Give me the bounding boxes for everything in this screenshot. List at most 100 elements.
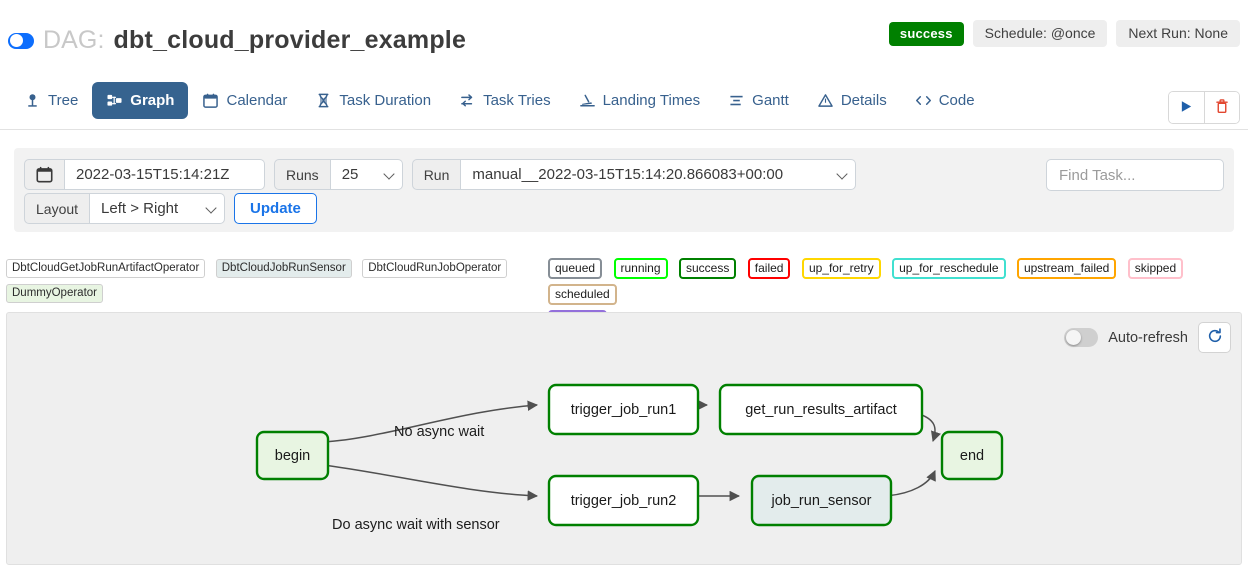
graph-node-get-run-results-artifact[interactable]: get_run_results_artifact xyxy=(718,383,924,436)
dag-pause-toggle[interactable] xyxy=(8,32,34,49)
calendar-icon[interactable] xyxy=(24,159,65,190)
layout-select[interactable]: Left > Right xyxy=(90,193,226,224)
trash-icon xyxy=(1215,98,1229,117)
node-label-end: end xyxy=(960,448,984,464)
tab-landing-times[interactable]: Landing Times xyxy=(565,82,715,119)
play-icon xyxy=(1180,100,1193,116)
refresh-icon xyxy=(1207,328,1223,347)
dag-nav-tabs: Tree Graph Calendar Task Duration xyxy=(0,82,1248,130)
base-date-group: 2022-03-15T15:14:21Z xyxy=(24,159,265,190)
retry-icon xyxy=(459,92,476,109)
gantt-icon xyxy=(728,92,745,109)
edge-label-do-async-wait: Do async wait with sensor xyxy=(332,517,500,533)
tab-details-label: Details xyxy=(840,92,887,109)
tab-tree-label: Tree xyxy=(48,92,79,109)
calendar-icon xyxy=(202,92,219,109)
legend-operator-chip: DummyOperator xyxy=(6,284,103,303)
edge-begin-to-trigger-job-run1 xyxy=(322,400,539,443)
graph-edge-labels: No async wait Do async wait with sensor xyxy=(332,424,500,533)
node-label-get-run-results-artifact: get_run_results_artifact xyxy=(745,402,897,418)
auto-refresh-label: Auto-refresh xyxy=(1108,329,1188,346)
code-brackets-icon xyxy=(915,92,932,109)
runs-label: Runs xyxy=(274,159,331,190)
runs-select[interactable]: 25 xyxy=(330,159,403,190)
filter-row-secondary: Layout Left > Right Update xyxy=(24,193,317,224)
tab-gantt-label: Gantt xyxy=(752,92,789,109)
schedule-badge[interactable]: Schedule: @once xyxy=(972,20,1108,47)
tab-graph[interactable]: Graph xyxy=(92,82,189,119)
runs-group: Runs 25 xyxy=(274,159,403,190)
legend-state-upstream-failed: upstream_failed xyxy=(1016,258,1117,279)
tab-details[interactable]: Details xyxy=(803,82,901,119)
delete-dag-button[interactable] xyxy=(1204,92,1239,123)
legend-state-skipped: skipped xyxy=(1127,258,1184,279)
filter-bar: 2022-03-15T15:14:21Z Runs 25 Run manual_… xyxy=(14,148,1234,232)
layout-group: Layout Left > Right xyxy=(24,193,226,224)
graph-toolbar: Auto-refresh xyxy=(1064,322,1231,353)
graph-node-job-run-sensor[interactable]: job_run_sensor xyxy=(750,474,893,527)
status-badge: success xyxy=(888,21,964,46)
node-label-job-run-sensor: job_run_sensor xyxy=(771,493,872,509)
nav-actions xyxy=(1168,91,1240,124)
dag-graph-canvas[interactable]: No async wait Do async wait with sensor … xyxy=(7,313,1242,565)
dag-title-row: DAG: dbt_cloud_provider_example xyxy=(8,26,466,55)
tab-gantt[interactable]: Gantt xyxy=(714,82,803,119)
tab-landing-times-label: Landing Times xyxy=(602,92,701,109)
layout-label: Layout xyxy=(24,193,91,224)
tab-calendar[interactable]: Calendar xyxy=(188,82,301,119)
node-label-trigger-job-run1: trigger_job_run1 xyxy=(571,402,677,418)
warning-triangle-icon xyxy=(817,92,834,109)
page-title: dbt_cloud_provider_example xyxy=(113,26,467,54)
run-select[interactable]: manual__2022-03-15T15:14:20.866083+00:00 xyxy=(461,159,857,190)
legend-state-scheduled: scheduled xyxy=(548,284,617,305)
header-badges: success Schedule: @once Next Run: None xyxy=(888,20,1240,47)
edge-begin-to-trigger-job-run2 xyxy=(322,464,539,501)
auto-refresh-toggle[interactable] xyxy=(1064,328,1099,347)
tab-calendar-label: Calendar xyxy=(226,92,288,109)
node-label-begin: begin xyxy=(275,448,310,464)
dag-label: DAG: xyxy=(43,26,105,54)
filter-row-primary: 2022-03-15T15:14:21Z Runs 25 Run manual_… xyxy=(24,159,857,190)
tab-task-duration[interactable]: Task Duration xyxy=(301,82,445,119)
nav-items: Tree Graph Calendar Task Duration xyxy=(10,82,989,119)
legend-operator-chip: DbtCloudJobRunSensor xyxy=(215,259,352,278)
legend-state-success: success xyxy=(678,258,737,279)
refresh-button[interactable] xyxy=(1198,322,1231,353)
tab-tree[interactable]: Tree xyxy=(10,82,92,119)
next-run-badge: Next Run: None xyxy=(1116,20,1240,47)
legend-operator-chip: DbtCloudRunJobOperator xyxy=(362,259,508,278)
base-date-input[interactable]: 2022-03-15T15:14:21Z xyxy=(65,159,265,190)
node-label-trigger-job-run2: trigger_job_run2 xyxy=(571,493,677,509)
tab-task-tries[interactable]: Task Tries xyxy=(445,82,565,119)
dag-header: DAG: dbt_cloud_provider_example success … xyxy=(0,0,1248,70)
graph-node-end[interactable]: end xyxy=(940,430,1004,481)
edge-sensor-to-end xyxy=(884,470,936,497)
legend-state-running: running xyxy=(613,258,668,279)
tree-icon xyxy=(24,92,41,109)
legend-operators: DbtCloudGetJobRunArtifactOperator DbtClo… xyxy=(6,258,546,308)
graph-node-begin[interactable]: begin xyxy=(255,430,330,481)
legend: DbtCloudGetJobRunArtifactOperator DbtClo… xyxy=(0,258,1248,331)
graph-node-trigger-job-run1[interactable]: trigger_job_run1 xyxy=(547,383,700,436)
tab-code[interactable]: Code xyxy=(901,82,989,119)
legend-state-up-for-reschedule: up_for_reschedule xyxy=(892,258,1006,279)
tab-code-label: Code xyxy=(938,92,975,109)
search-input[interactable]: Find Task... xyxy=(1046,159,1224,191)
graph-panel: Auto-refresh xyxy=(6,312,1242,565)
legend-state-failed: failed xyxy=(747,258,791,279)
update-button[interactable]: Update xyxy=(234,193,317,224)
tab-graph-label: Graph xyxy=(130,92,175,109)
graph-icon xyxy=(106,92,123,109)
legend-operator-chip: DbtCloudGetJobRunArtifactOperator xyxy=(6,259,206,278)
run-label: Run xyxy=(411,159,462,190)
landing-icon xyxy=(579,92,596,109)
tab-task-duration-label: Task Duration xyxy=(339,92,432,109)
legend-state-up-for-retry: up_for_retry xyxy=(801,258,881,279)
graph-node-trigger-job-run2[interactable]: trigger_job_run2 xyxy=(547,474,700,527)
trigger-dag-button[interactable] xyxy=(1169,92,1204,123)
run-group: Run manual__2022-03-15T15:14:20.866083+0… xyxy=(411,159,857,190)
edge-label-no-async-wait: No async wait xyxy=(394,424,484,440)
hourglass-icon xyxy=(315,92,332,109)
tab-task-tries-label: Task Tries xyxy=(483,92,551,109)
